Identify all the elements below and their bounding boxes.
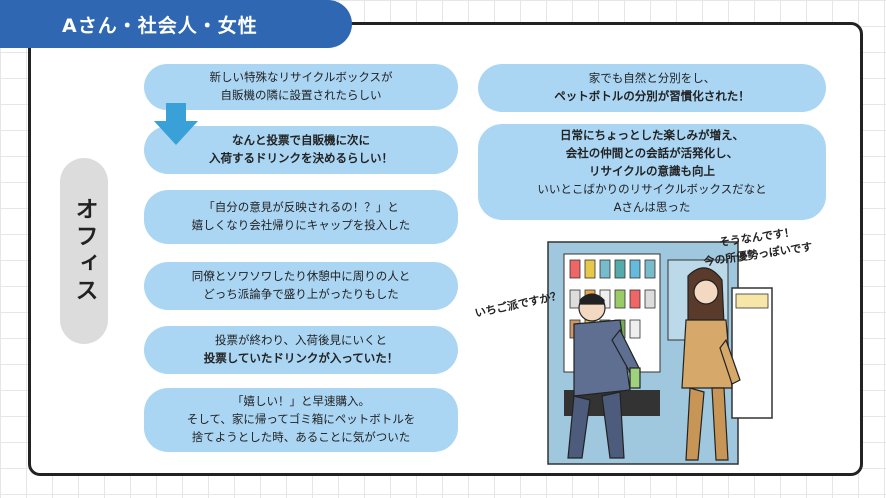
bubble-line: 入荷するドリンクを決めるらしい！ (209, 151, 393, 165)
story-bubble-4: 同僚とソワソワしたり休憩中に周りの人と どっち派論争で盛り上がったりもした (144, 262, 458, 310)
bubble-line: 日常にちょっとした楽しみが増え、 (560, 128, 744, 143)
bubble-line: なんと投票で自販機に次に (232, 133, 370, 148)
story-bubble-2: なんと投票で自販機に次に 入荷するドリンクを決めるらしい！ (144, 126, 458, 174)
bubble-line: ペットボトルの分別が習慣化された！ (554, 89, 750, 103)
page-title: Aさん・社会人・女性 (62, 14, 258, 37)
story-bubble-1: 新しい特殊なリサイクルボックスが 自販機の隣に設置されたらしい (144, 64, 458, 110)
story-bubble-5: 投票が終わり、入荷後見にいくと 投票していたドリンクが入っていた！ (144, 326, 458, 374)
bubble-line: 「自分の意見が反映されるの！？」と (203, 200, 399, 215)
location-label: オフィス (60, 158, 108, 344)
bubble-line: 自販機の隣に設置されたらしい (220, 88, 382, 102)
bubble-line: 家でも自然と分別をし、 (588, 71, 716, 86)
vending-machine-illustration (547, 241, 773, 465)
story-bubble-7: 家でも自然と分別をし、 ペットボトルの分別が習慣化された！ (478, 64, 826, 112)
arrow-down-icon (154, 103, 198, 145)
bubble-line: そして、家に帰ってゴミ箱にペットボトルを (186, 412, 416, 427)
page-title-tab: Aさん・社会人・女性 (0, 0, 352, 48)
bubble-line: Aさんは思った (613, 199, 691, 214)
bubble-line: 「嬉しい！」と早速購入。 (232, 394, 370, 409)
story-bubble-3: 「自分の意見が反映されるの！？」と 嬉しくなり会社帰りにキャップを投入した (144, 190, 458, 244)
bubble-line: 新しい特殊なリサイクルボックスが (209, 70, 393, 85)
story-bubble-6: 「嬉しい！」と早速購入。 そして、家に帰ってゴミ箱にペットボトルを 捨てようとし… (144, 388, 458, 452)
bubble-line: 投票が終わり、入荷後見にいくと (214, 333, 388, 348)
bubble-line: どっち派論争で盛り上がったりもした (203, 287, 399, 301)
bubble-line: 投票していたドリンクが入っていた！ (203, 351, 399, 365)
story-bubble-8: 日常にちょっとした楽しみが増え、 会社の仲間との会話が活発化し、 リサイクルの意… (478, 124, 826, 220)
bubble-line: 同僚とソワソワしたり休憩中に周りの人と (191, 269, 411, 284)
bubble-line: 嬉しくなり会社帰りにキャップを投入した (191, 218, 411, 232)
bubble-line: 捨てようとした時、あることに気がついた (191, 429, 411, 444)
bubble-line: 会社の仲間との会話が活発化し、 (565, 146, 739, 161)
bubble-line: いいとこばかりのリサイクルボックスだなと (537, 181, 767, 196)
bubble-line: リサイクルの意識も向上 (589, 164, 715, 179)
